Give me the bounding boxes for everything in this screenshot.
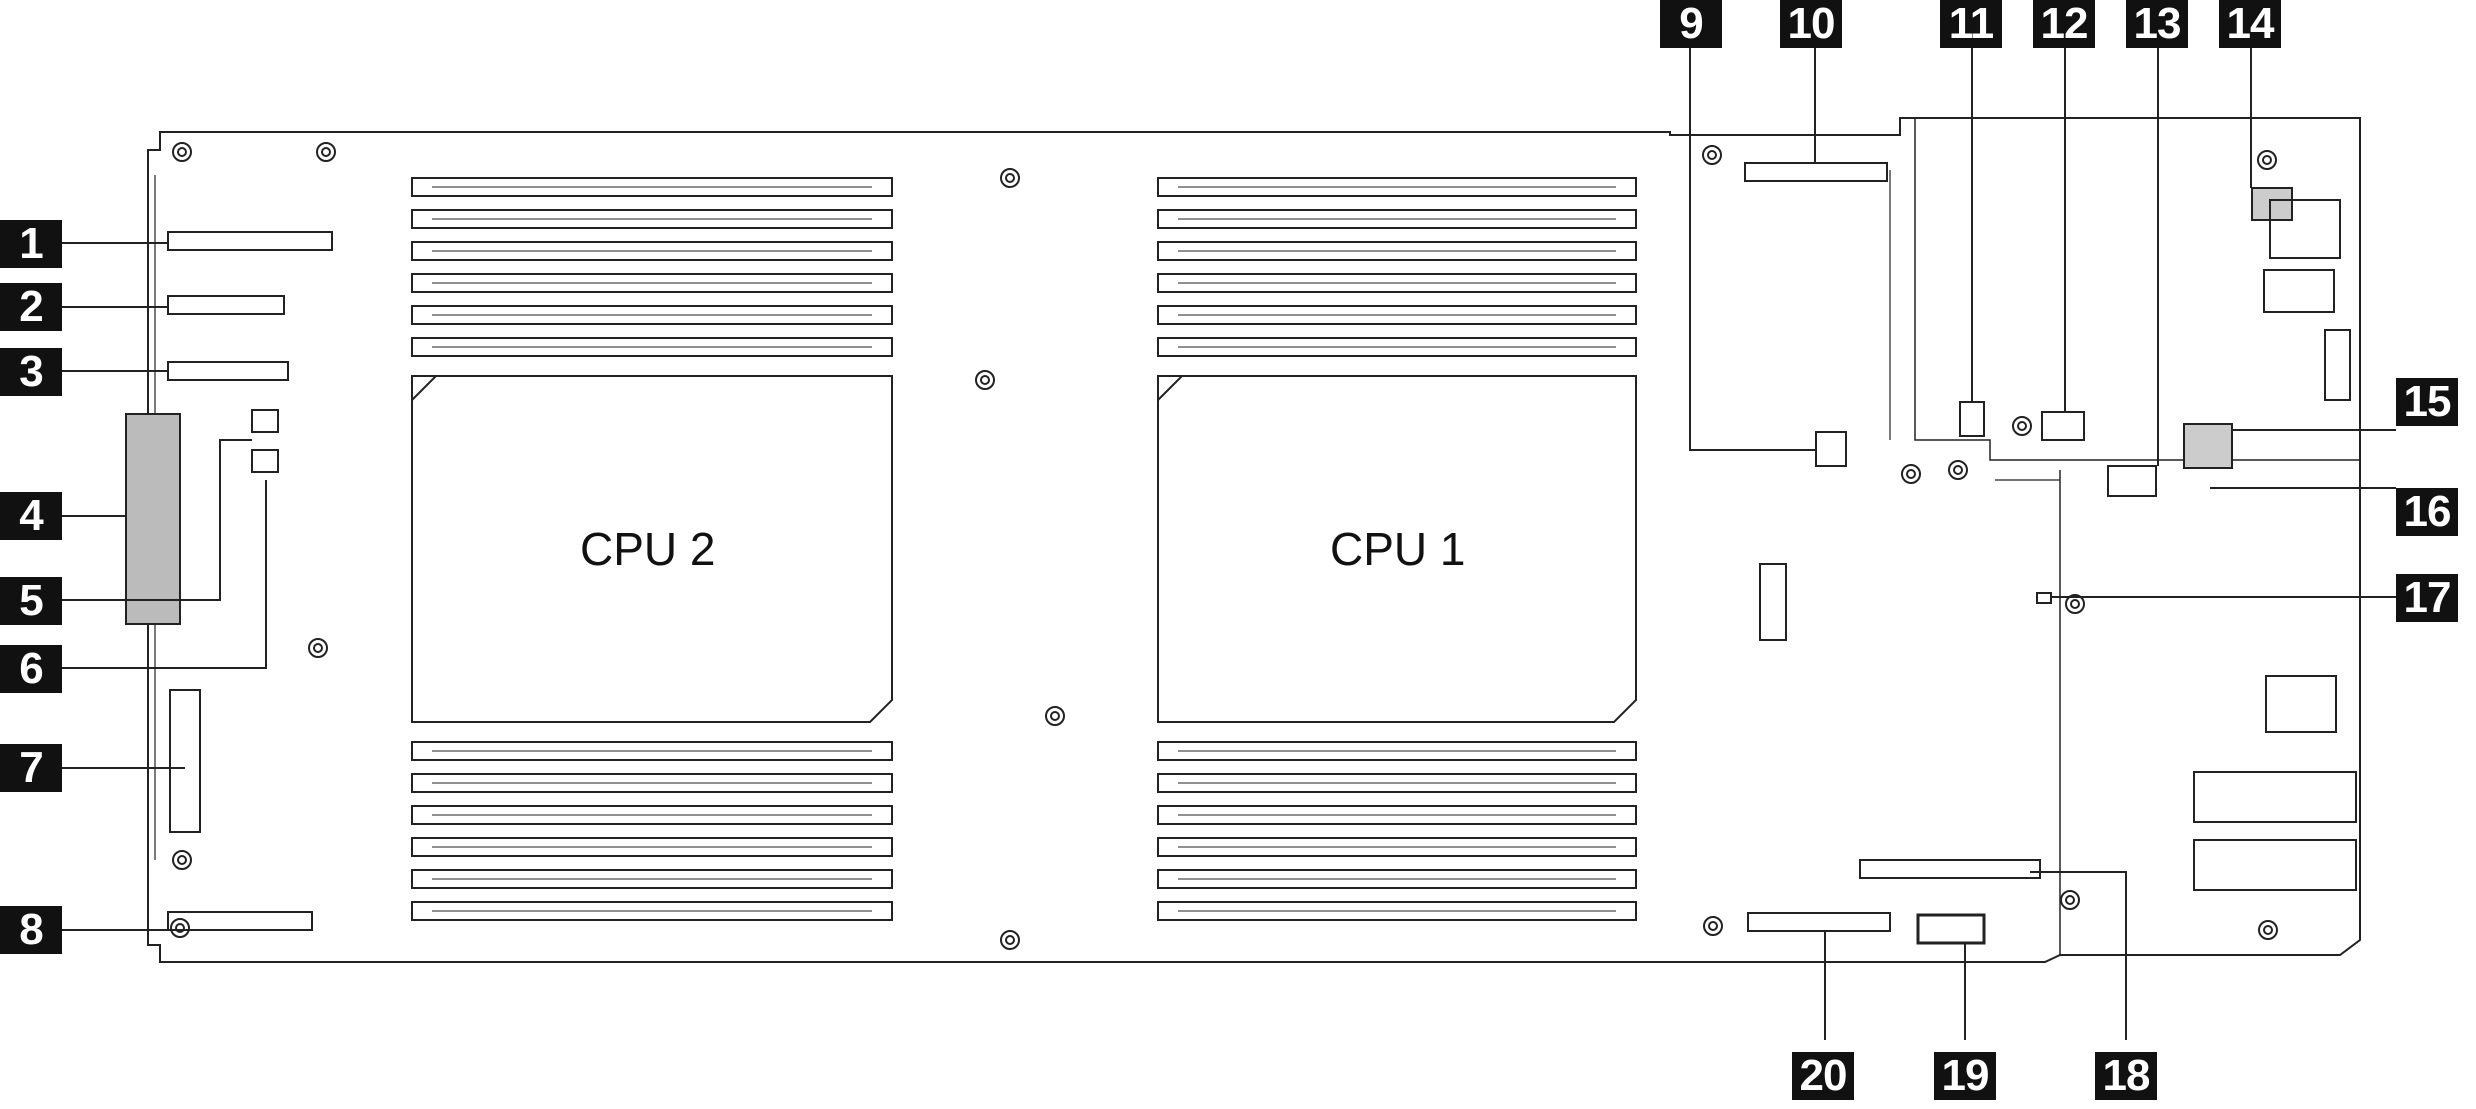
mid-connector [1759, 563, 1787, 641]
dimm-slot [411, 741, 893, 761]
connector-18 [1859, 859, 2041, 879]
callout-16: 16 [2396, 488, 2458, 536]
m2-module-4 [125, 413, 181, 625]
dimm-slot [411, 305, 893, 325]
callout-4: 4 [0, 492, 62, 540]
standoff-screw [1948, 460, 1968, 480]
dimm-slot [1157, 337, 1637, 357]
dimm-slot [1157, 837, 1637, 857]
dimm-slot [1157, 869, 1637, 889]
callout-20: 20 [1792, 1052, 1854, 1100]
dimm-slot [411, 241, 893, 261]
standoff-screw [308, 638, 328, 658]
dimm-slot [1157, 177, 1637, 197]
callout-13: 13 [2126, 0, 2188, 48]
standoff-screw [172, 850, 192, 870]
callout-3: 3 [0, 348, 62, 396]
callout-18: 18 [2095, 1052, 2157, 1100]
standoff-screw [170, 918, 190, 938]
callout-2: 2 [0, 283, 62, 331]
callout-19: 19 [1934, 1052, 1996, 1100]
connector-20 [1747, 912, 1891, 932]
dimm-slot [1157, 241, 1637, 261]
connector-2 [167, 295, 285, 315]
connector-10 [1744, 162, 1888, 182]
callout-6: 6 [0, 645, 62, 693]
dimm-slot [411, 869, 893, 889]
connector-1 [167, 231, 333, 251]
callout-10: 10 [1780, 0, 1842, 48]
cpu2-label: CPU 2 [580, 523, 716, 575]
dimm-slot [411, 209, 893, 229]
callout-9: 9 [1660, 0, 1722, 48]
callout-8: 8 [0, 906, 62, 954]
dimm-slot [1157, 805, 1637, 825]
standoff-screw [172, 142, 192, 162]
connector-13 [2107, 465, 2157, 497]
standoff-screw [2012, 416, 2032, 436]
standoff-screw [1703, 916, 1723, 936]
standoff-screw [2060, 890, 2080, 910]
dimm-slot [411, 273, 893, 293]
connector-14 [2251, 187, 2293, 221]
callout-1: 1 [0, 220, 62, 268]
standoff-screw [1000, 168, 1020, 188]
dimm-slot [1157, 305, 1637, 325]
connector-11 [1959, 401, 1985, 437]
connector-17 [2036, 592, 2052, 604]
connector-19 [1916, 913, 1986, 945]
dimm-slot [411, 773, 893, 793]
dimm-slot [411, 805, 893, 825]
connector-12 [2041, 411, 2085, 441]
callout-11: 11 [1940, 0, 2002, 48]
power-5 [251, 409, 279, 433]
connector-3 [167, 361, 289, 381]
standoff-screw [2257, 150, 2277, 170]
standoff-screw [316, 142, 336, 162]
dimm-slot [411, 337, 893, 357]
standoff-screw [975, 370, 995, 390]
cpu1-label: CPU 1 [1330, 523, 1466, 575]
callout-12: 12 [2033, 0, 2095, 48]
callout-15: 15 [2396, 378, 2458, 426]
callout-7: 7 [0, 744, 62, 792]
connector-7 [169, 689, 201, 833]
power-6 [251, 449, 279, 473]
standoff-screw [2258, 920, 2278, 940]
dimm-slot [411, 837, 893, 857]
dimm-slot [1157, 741, 1637, 761]
standoff-screw [1045, 706, 1065, 726]
callout-14: 14 [2219, 0, 2281, 48]
dimm-slot [411, 177, 893, 197]
dimm-slot [411, 901, 893, 921]
standoff-screw [1901, 464, 1921, 484]
standoff-screw [2065, 594, 2085, 614]
callout-5: 5 [0, 577, 62, 625]
connector-15 [2183, 423, 2233, 469]
callout-17: 17 [2396, 574, 2458, 622]
dimm-slot [1157, 901, 1637, 921]
dimm-slot [1157, 209, 1637, 229]
standoff-screw [1000, 930, 1020, 950]
standoff-screw [1702, 145, 1722, 165]
io-panel-outline [1914, 118, 2360, 461]
connector-8 [167, 911, 313, 931]
dimm-slot [1157, 273, 1637, 293]
dimm-slot [1157, 773, 1637, 793]
connector-9 [1815, 431, 1847, 467]
